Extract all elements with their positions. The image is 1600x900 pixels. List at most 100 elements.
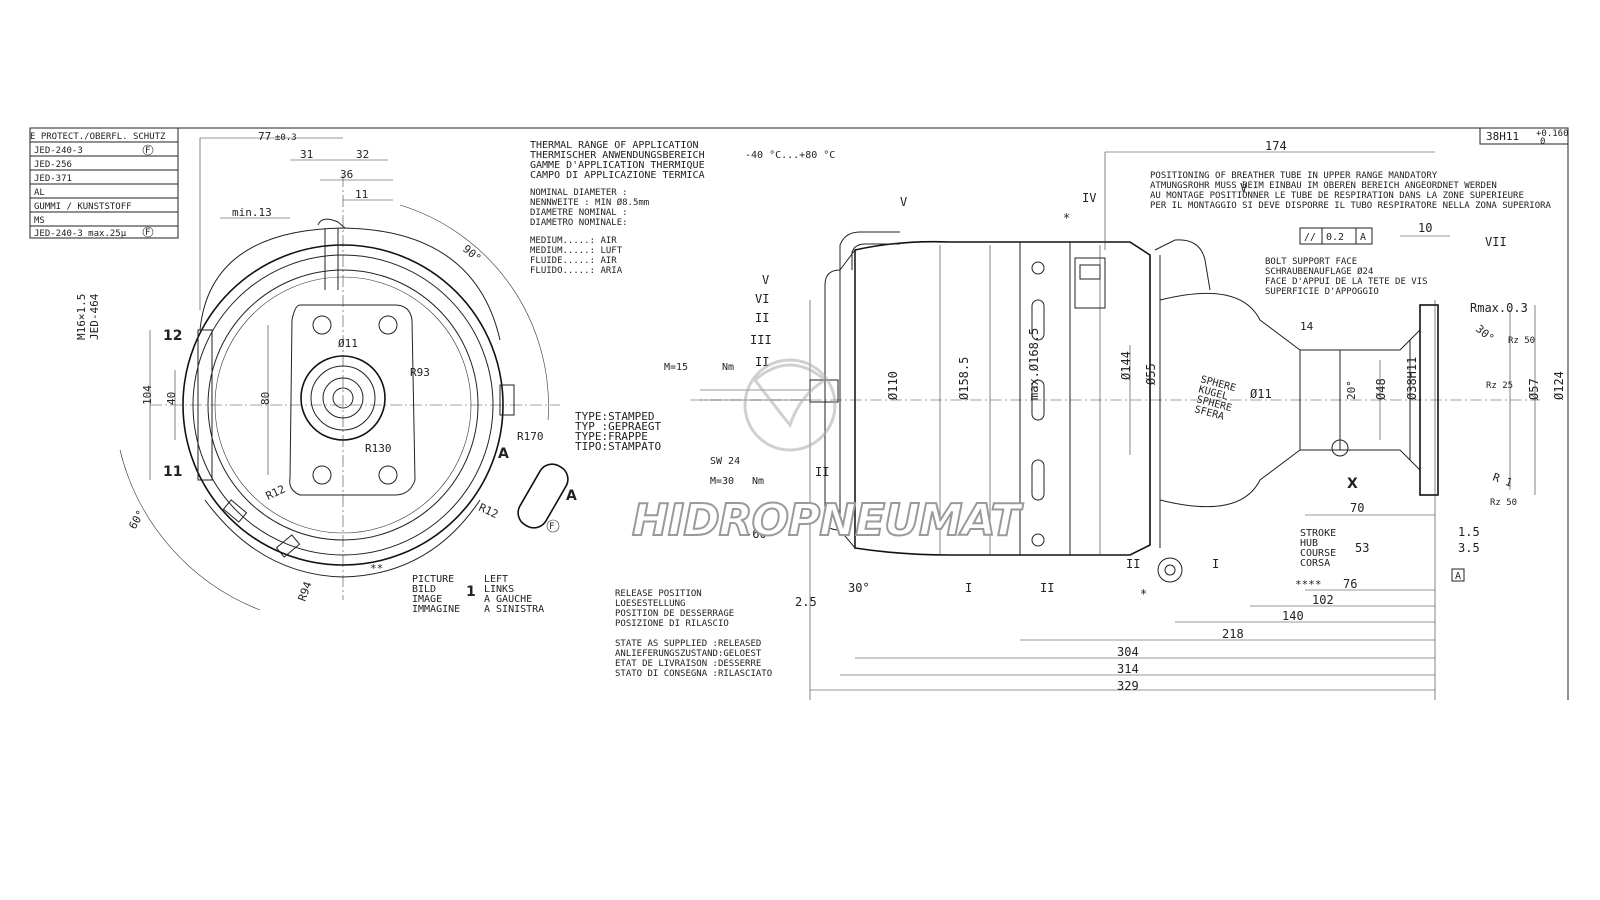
type-stamp-line: TYPE:FRAPPE xyxy=(575,430,648,443)
bolt-face-line: BOLT SUPPORT FACE xyxy=(1265,257,1357,267)
dim-14: 14 xyxy=(1300,320,1314,333)
picture-number: 1 xyxy=(466,584,476,600)
angle-30-right: 30° xyxy=(1473,322,1497,345)
type-stamp-line: TYP :GEPRAEGT xyxy=(575,420,661,433)
picture-value: LINKS xyxy=(484,584,514,595)
dia-55: Ø55 xyxy=(1144,363,1158,385)
right-view xyxy=(690,151,1540,700)
material-row: GUMMI / KUNSTSTOFF xyxy=(34,202,132,212)
label-ii5: II xyxy=(1126,557,1140,571)
breather-line: AU MONTAGE POSITIONNER LE TUBE DE RESPIR… xyxy=(1150,191,1524,201)
dim-102: 102 xyxy=(1312,593,1334,607)
rz-50: Rz 50 xyxy=(1508,336,1535,346)
dim-dia11: Ø11 xyxy=(338,337,358,350)
label-v: V xyxy=(900,195,907,209)
dia-110: Ø110 xyxy=(886,371,900,400)
dim-32: 32 xyxy=(356,148,369,161)
stroke-value: 53 xyxy=(1355,541,1369,555)
label-ii: II xyxy=(755,311,769,325)
double-star: ** xyxy=(370,562,383,575)
material-table-header: E PROTECT./OBERFL. SCHUTZ xyxy=(30,132,166,142)
label-star2: * xyxy=(1140,587,1147,601)
wrench-sw24: SW 24 xyxy=(710,456,740,467)
bolt-face-line: SCHRAUBENAUFLAGE Ø24 xyxy=(1265,266,1373,277)
dim-10: 10 xyxy=(1418,221,1432,235)
dim-minus-60: -60 xyxy=(745,527,767,541)
torque-unit: Nm xyxy=(722,362,734,373)
medium-line: FLUIDE.....: AIR xyxy=(530,256,617,266)
left-view xyxy=(119,137,560,611)
dim-80: 80 xyxy=(259,392,272,405)
nominal-line: DIAMETRO NOMINALE: xyxy=(530,218,628,228)
dim-11: 11 xyxy=(355,188,368,201)
stroke-line: HUB xyxy=(1300,538,1318,549)
dia-11: Ø11 xyxy=(1250,387,1272,401)
housing-inner-circle xyxy=(192,254,494,556)
finish-mark-circle xyxy=(142,144,154,156)
tol-77: ±0.3 xyxy=(275,133,297,143)
picture-label: IMAGE xyxy=(412,594,442,605)
thermal-line: GAMME D'APPLICATION THERMIQUE xyxy=(530,160,705,171)
release-line: RELEASE POSITION xyxy=(615,589,702,599)
label-ii4: II xyxy=(1040,581,1054,595)
stroke-line: CORSA xyxy=(1300,558,1330,569)
port-label-12: 12 xyxy=(163,328,182,344)
watermark-logo-icon xyxy=(743,358,837,452)
dim-140: 140 xyxy=(1282,609,1304,623)
dim-min13: min.13 xyxy=(232,206,272,219)
dim-r12b: R12 xyxy=(477,501,501,521)
mounting-plate xyxy=(289,304,416,496)
bolt-face-line: SUPERFICIE D'APPOGGIO xyxy=(1265,287,1379,297)
picture-label: BILD xyxy=(412,584,436,595)
dim-329: 329 xyxy=(1117,679,1139,693)
torque-unit2: Nm xyxy=(752,476,764,487)
stroke-line: STROKE xyxy=(1300,528,1336,539)
label-x: X xyxy=(1347,476,1358,492)
finish-mark: F xyxy=(145,228,150,238)
rz-25: Rz 25 xyxy=(1486,381,1513,391)
label-vi: VI xyxy=(755,292,769,306)
dim-r12: R12 xyxy=(264,483,288,503)
medium-line: MEDIUM.....: AIR xyxy=(530,236,617,246)
dim-36: 36 xyxy=(340,168,353,181)
dim-r170: R170 xyxy=(517,430,544,443)
dia-48: Ø48 xyxy=(1374,378,1388,400)
dim-70: 70 xyxy=(1350,501,1364,515)
label-vii: VII xyxy=(1485,235,1507,249)
view-a-arrow: A xyxy=(498,446,509,462)
picture-label: PICTURE xyxy=(412,574,454,585)
fit-tol-upper: +0.160 xyxy=(1536,129,1569,139)
dim-40: 40 xyxy=(165,392,178,405)
datum-a-box xyxy=(1451,568,1465,582)
nominal-line: NENNWEITE : MIN Ø8.5mm xyxy=(530,197,649,208)
stars: **** xyxy=(1295,578,1322,591)
label-star: * xyxy=(1063,211,1070,225)
material-table: E PROTECT./OBERFL. SCHUTZ JED-240-3 JED-… xyxy=(29,127,179,239)
label-v2: V xyxy=(762,273,769,287)
label-iv: IV xyxy=(1082,191,1096,205)
dim-r94: R94 xyxy=(296,580,315,603)
type-stamp-line: TYPE:STAMPED xyxy=(575,410,654,423)
thread-m16: M16×1.5 xyxy=(75,294,88,340)
dim-314: 314 xyxy=(1117,662,1139,676)
housing-outer-circle xyxy=(182,244,504,566)
dim-104: 104 xyxy=(141,385,154,405)
release-line: POSITION DE DESSERRAGE xyxy=(615,609,734,619)
rz-50b: Rz 50 xyxy=(1490,498,1517,508)
material-row: AL xyxy=(34,188,45,198)
release-line: POSIZIONE DI RILASCIO xyxy=(615,619,729,629)
label-i2: I xyxy=(1212,557,1219,571)
label-i: I xyxy=(965,581,972,595)
picture-value: A GAUCHE xyxy=(484,594,532,605)
breather-line: PER IL MONTAGGIO SI DEVE DISPORRE IL TUB… xyxy=(1150,201,1552,211)
material-row: JED-240-3 xyxy=(34,146,83,156)
flange-circle xyxy=(207,269,479,541)
thermal-value: -40 °C...+80 °C xyxy=(745,150,835,161)
dim-3-5: 3.5 xyxy=(1458,541,1480,555)
label-v3: V xyxy=(1240,181,1247,195)
thermal-line: THERMAL RANGE OF APPLICATION xyxy=(530,140,699,151)
picture-value: A SINISTRA xyxy=(484,604,544,615)
nominal-line: DIAMETRE NOMINAL : xyxy=(530,208,628,218)
view-a-label: A xyxy=(566,488,577,504)
dim-2-5: 2.5 xyxy=(795,595,817,609)
